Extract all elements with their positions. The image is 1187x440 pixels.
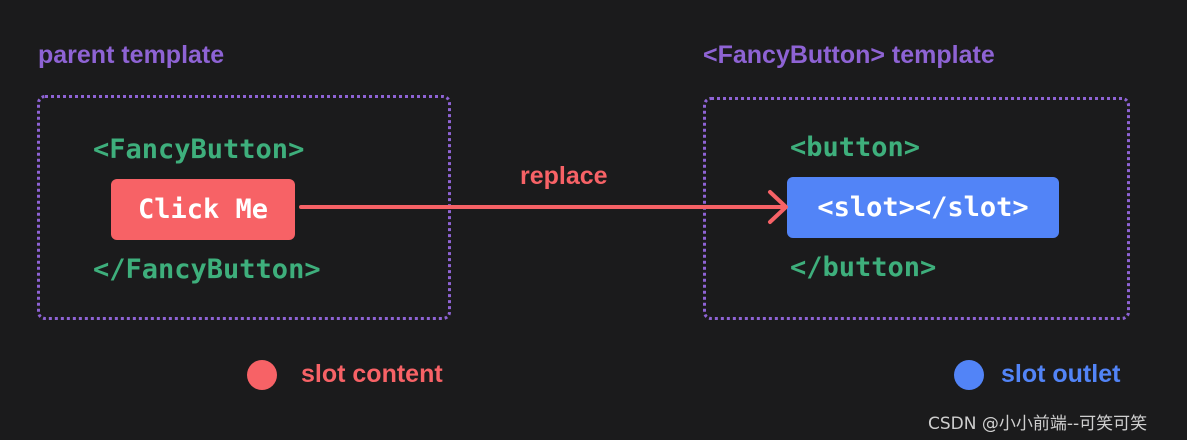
slot-outlet-legend-dot <box>954 360 984 390</box>
slot-outlet-chip: <slot></slot> <box>787 177 1059 238</box>
slot-content-chip: Click Me <box>111 179 295 240</box>
slot-content-legend-dot <box>247 360 277 390</box>
slot-content-legend-label: slot content <box>301 360 443 388</box>
replace-label: replace <box>520 162 608 190</box>
csdn-watermark: CSDN @小小前端--可笑可笑 <box>928 414 1148 434</box>
child-open-tag: <button> <box>790 132 921 163</box>
parent-close-tag: </FancyButton> <box>93 254 321 285</box>
slot-outlet-legend-label: slot outlet <box>1001 360 1121 388</box>
replace-arrow-head <box>768 190 788 224</box>
child-template-title: <FancyButton> template <box>703 41 995 69</box>
child-close-tag: </button> <box>790 252 937 283</box>
parent-template-title: parent template <box>38 41 225 69</box>
parent-open-tag: <FancyButton> <box>93 134 305 165</box>
